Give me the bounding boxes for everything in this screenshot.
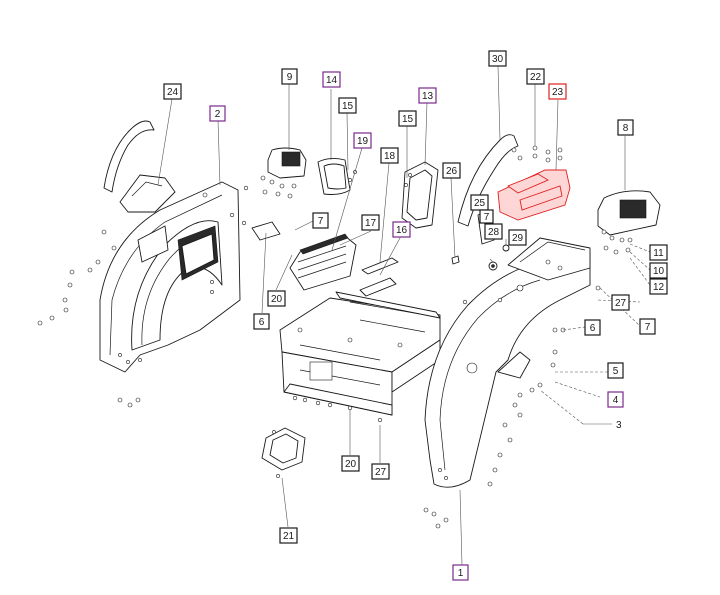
callout-27-lower: 27 — [371, 463, 390, 480]
svg-text:12: 12 — [653, 282, 665, 293]
callout-12: 12 — [649, 278, 668, 295]
right-cab-bracket[interactable] — [595, 190, 661, 291]
callout-20-lower: 20 — [341, 455, 360, 472]
svg-text:6: 6 — [590, 323, 596, 334]
svg-text:11: 11 — [653, 248, 664, 259]
callout-15-left: 15 — [338, 97, 357, 114]
svg-text:23: 23 — [552, 87, 564, 98]
callout-22: 22 — [526, 68, 545, 85]
callout-24: 24 — [163, 83, 182, 100]
floor-frame[interactable] — [279, 291, 441, 423]
callout-7-right: 7 — [639, 318, 656, 335]
left-fasteners — [37, 185, 249, 408]
left-cab-bracket[interactable] — [260, 147, 307, 199]
callout-17: 17 — [361, 214, 380, 231]
svg-text:25: 25 — [474, 198, 486, 209]
callout-2: 2 — [209, 105, 226, 122]
grab-handle[interactable] — [103, 120, 176, 213]
callout-21: 21 — [279, 527, 298, 544]
svg-text:5: 5 — [613, 366, 619, 377]
svg-text:30: 30 — [492, 54, 504, 65]
callout-3: 3 — [616, 420, 622, 431]
callout-4: 4 — [607, 391, 624, 408]
right-fasteners — [423, 299, 566, 529]
highlighted-part-23[interactable] — [497, 169, 571, 221]
callout-29: 29 — [508, 229, 527, 246]
callout-28: 28 — [484, 223, 503, 240]
left-fender[interactable] — [99, 181, 241, 373]
callout-15-right: 15 — [398, 110, 417, 127]
callout-25: 25 — [470, 194, 489, 211]
svg-text:7: 7 — [318, 216, 324, 227]
svg-text:24: 24 — [167, 87, 179, 98]
svg-text:22: 22 — [530, 72, 542, 83]
callout-19: 19 — [353, 132, 372, 149]
svg-text:19: 19 — [357, 136, 369, 147]
svg-text:29: 29 — [512, 233, 524, 244]
callout-7-left: 7 — [312, 212, 329, 229]
svg-text:7: 7 — [484, 212, 490, 223]
callout-labels: 1 2 3 4 5 6 6 7 7 8 9 10 11 12 13 14 15 … — [163, 50, 668, 581]
callout-16: 16 — [392, 221, 411, 238]
gasket-13[interactable] — [401, 161, 439, 229]
svg-text:13: 13 — [422, 91, 434, 102]
svg-text:20: 20 — [345, 459, 357, 470]
svg-text:17: 17 — [365, 218, 377, 229]
gasket-14[interactable] — [317, 157, 357, 195]
callout-11: 11 — [649, 244, 668, 261]
callout-6-left: 6 — [253, 313, 270, 330]
callout-23: 23 — [548, 83, 567, 100]
svg-text:6: 6 — [259, 317, 265, 328]
washer-stack-22 — [532, 145, 563, 163]
bolt-26[interactable] — [451, 255, 460, 265]
callout-7-center: 7 — [479, 209, 494, 224]
right-fender[interactable] — [424, 237, 591, 488]
svg-text:20: 20 — [271, 294, 283, 305]
seal-strip[interactable] — [359, 257, 399, 297]
svg-text:15: 15 — [342, 101, 354, 112]
callout-5: 5 — [607, 362, 624, 379]
callout-9: 9 — [281, 68, 298, 85]
callout-30: 30 — [488, 50, 507, 67]
callout-18: 18 — [380, 147, 399, 164]
grommet-28[interactable] — [488, 261, 498, 271]
svg-text:1: 1 — [458, 568, 464, 579]
callout-20-upper: 20 — [267, 290, 286, 307]
callout-13: 13 — [418, 87, 437, 104]
callout-14: 14 — [322, 71, 341, 88]
svg-text:7: 7 — [645, 322, 651, 333]
svg-text:27: 27 — [375, 467, 387, 478]
svg-text:26: 26 — [446, 166, 458, 177]
callout-8: 8 — [617, 119, 634, 136]
svg-text:10: 10 — [653, 266, 665, 277]
small-plate[interactable] — [251, 221, 281, 241]
svg-text:18: 18 — [384, 151, 396, 162]
svg-text:2: 2 — [215, 109, 221, 120]
callout-1: 1 — [452, 564, 469, 581]
svg-text:9: 9 — [287, 72, 293, 83]
svg-text:3: 3 — [616, 420, 622, 431]
svg-text:4: 4 — [613, 395, 619, 406]
svg-text:15: 15 — [402, 114, 414, 125]
callout-10: 10 — [649, 262, 668, 279]
vent-housing[interactable] — [289, 233, 357, 291]
inspection-cover[interactable] — [261, 427, 306, 478]
svg-text:28: 28 — [488, 227, 500, 238]
svg-text:21: 21 — [283, 531, 295, 542]
svg-text:27: 27 — [615, 298, 627, 309]
callout-27-right: 27 — [611, 294, 630, 311]
svg-text:14: 14 — [326, 75, 338, 86]
svg-text:16: 16 — [396, 225, 408, 236]
callout-6-right: 6 — [584, 319, 601, 336]
callout-26: 26 — [442, 162, 461, 179]
svg-text:8: 8 — [623, 123, 629, 134]
